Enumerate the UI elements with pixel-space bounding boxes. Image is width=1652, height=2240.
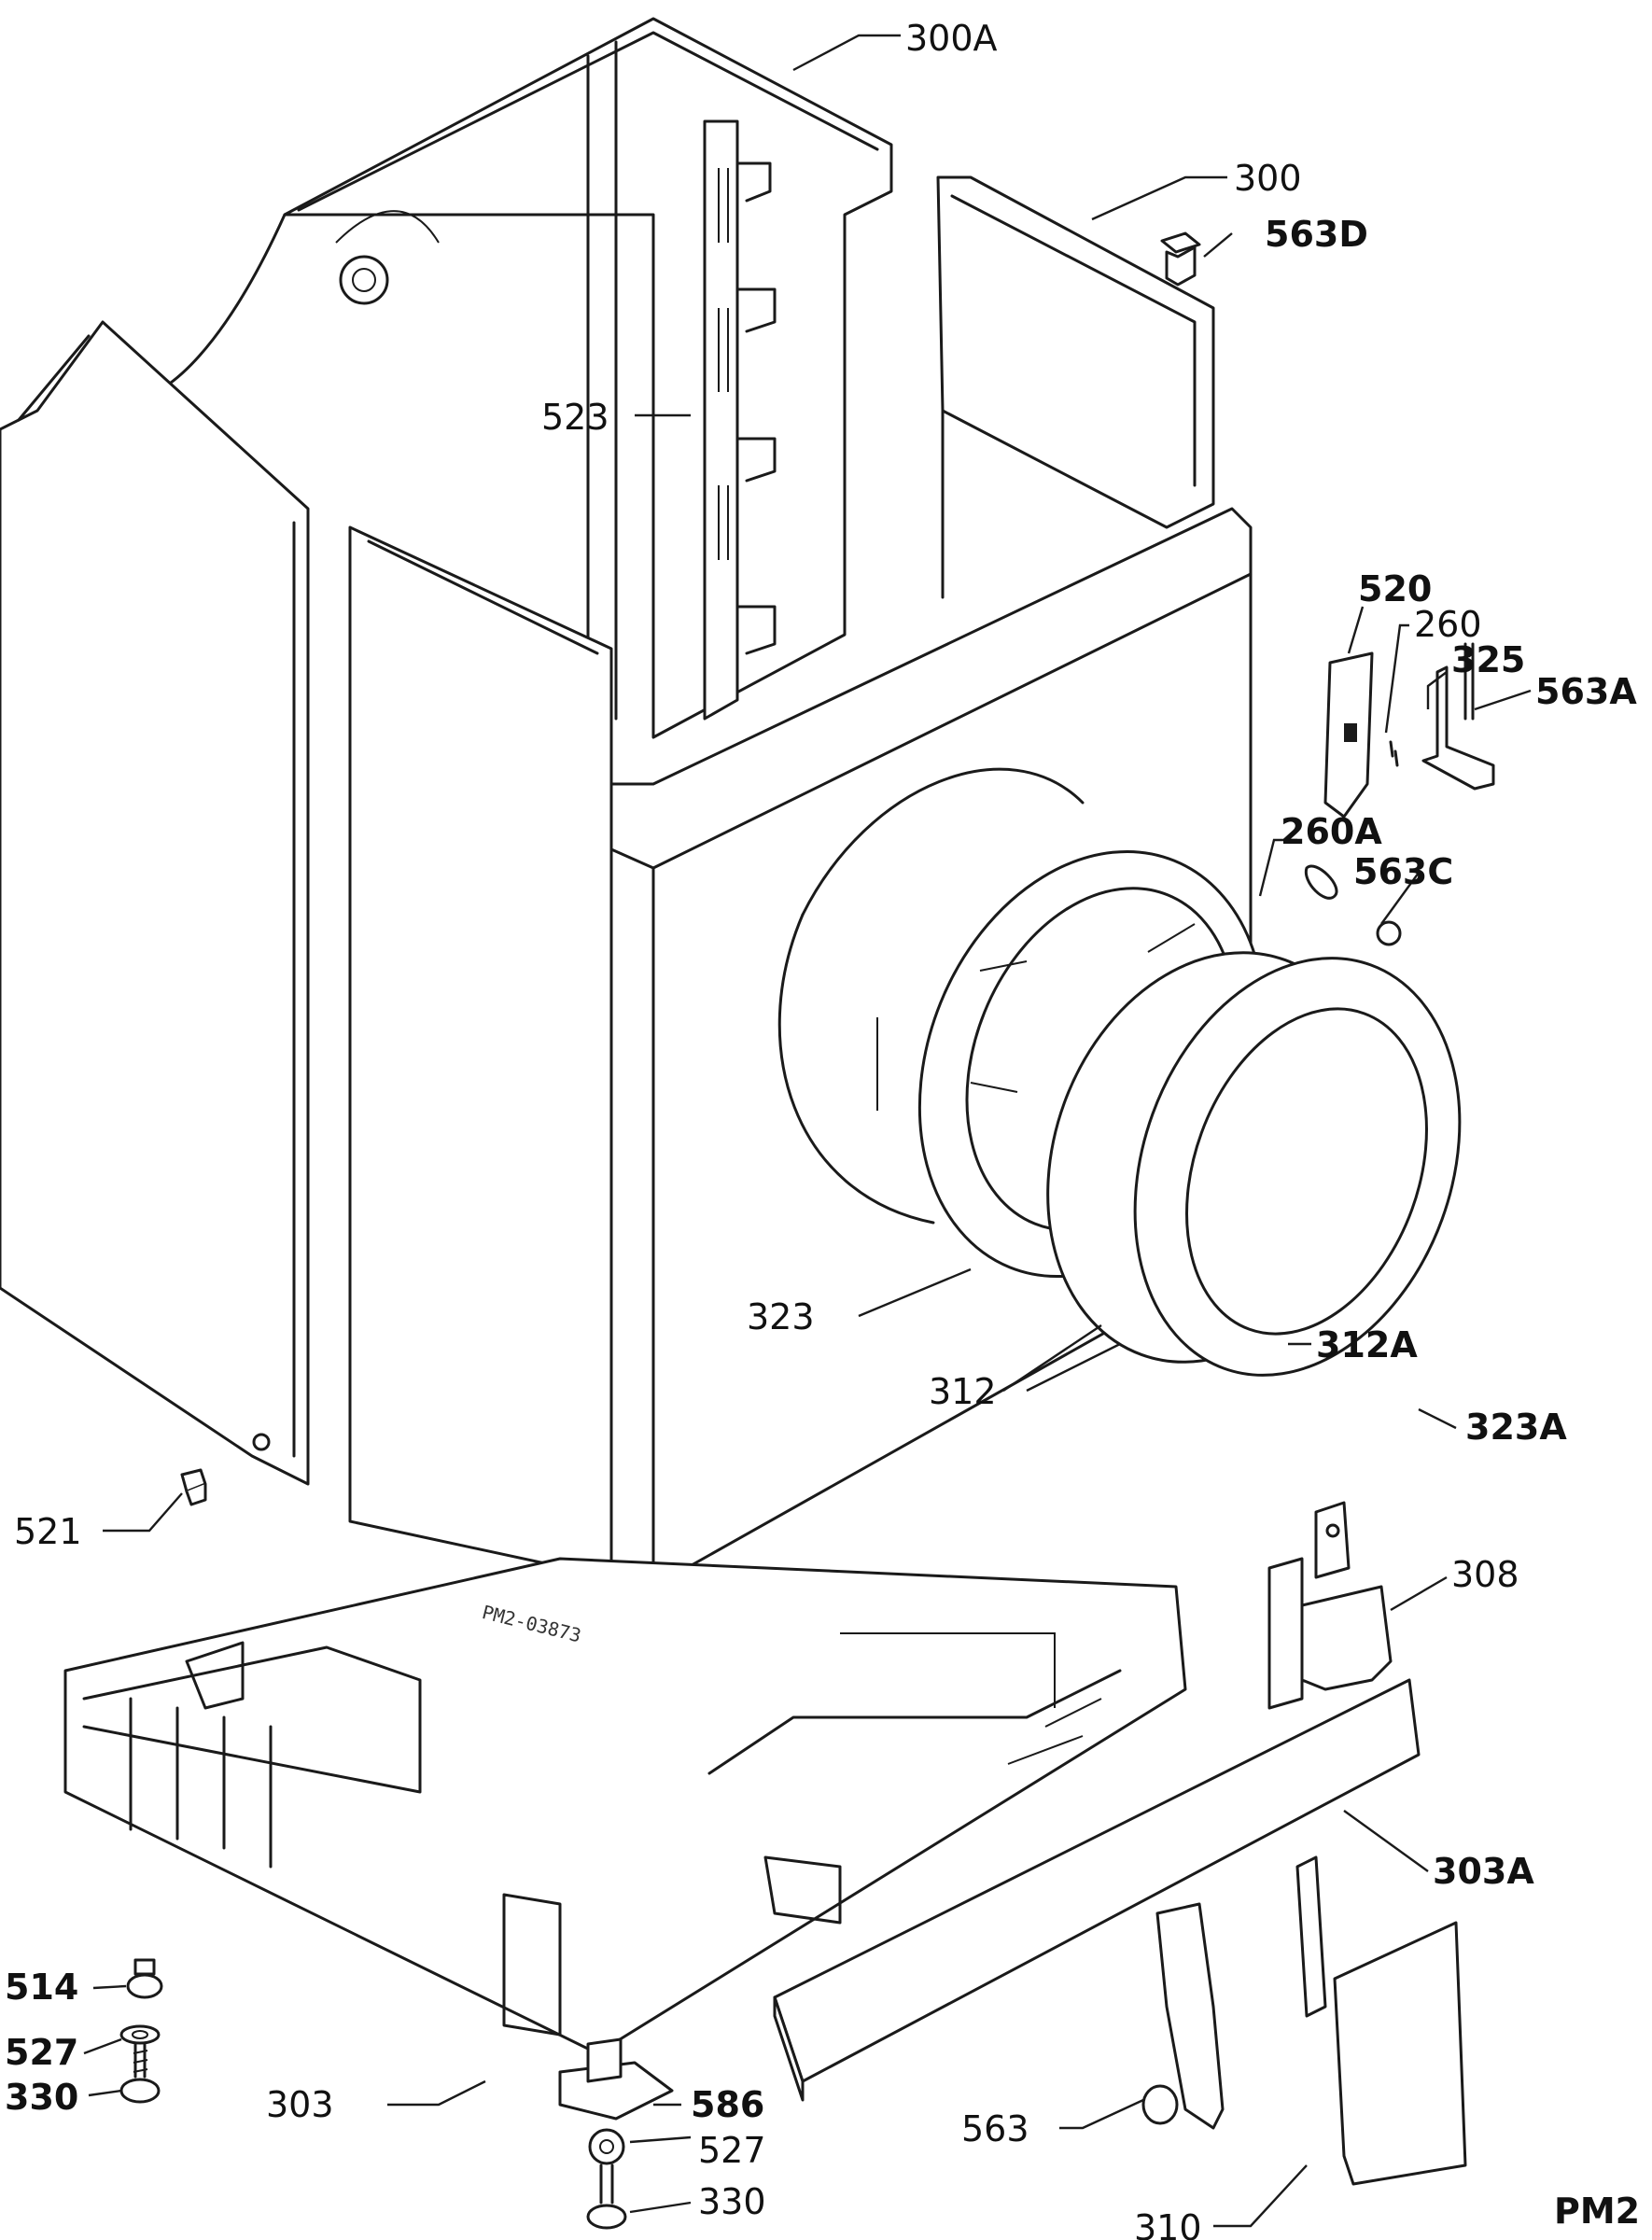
label-523: 523 xyxy=(541,397,609,438)
label-260a: 260A xyxy=(1281,811,1382,852)
label-586: 586 xyxy=(691,2084,765,2125)
left-side-panel xyxy=(0,320,310,1486)
label-330-bottom: 330 xyxy=(698,2181,766,2222)
base-frame-303 xyxy=(63,1557,1187,2055)
label-303a: 303A xyxy=(1433,1851,1534,1892)
label-260: 260 xyxy=(1414,604,1482,645)
plug-563d xyxy=(1160,231,1201,287)
door-ring-323a xyxy=(1046,951,1462,1377)
label-527-bottom: 527 xyxy=(698,2130,766,2171)
screw-521 xyxy=(180,1468,207,1506)
label-312a: 312A xyxy=(1316,1324,1418,1365)
hinge-308 xyxy=(1267,1501,1393,1710)
label-521: 521 xyxy=(14,1511,82,1552)
label-310: 310 xyxy=(1134,2207,1202,2240)
label-325: 325 xyxy=(1451,639,1526,680)
leader-lines xyxy=(83,34,1532,2228)
label-323: 323 xyxy=(747,1296,815,1337)
page-code: PM2 xyxy=(1554,2191,1641,2232)
label-520: 520 xyxy=(1358,568,1433,609)
label-514: 514 xyxy=(5,1967,79,2008)
door-latch-parts xyxy=(1304,642,1495,946)
cabinet-frame-300a xyxy=(129,17,893,739)
label-563c: 563C xyxy=(1353,851,1454,892)
label-323a: 323A xyxy=(1465,1407,1567,1448)
label-308: 308 xyxy=(1451,1554,1519,1595)
label-303: 303 xyxy=(266,2084,334,2125)
service-flap-310 xyxy=(1141,1855,1467,2186)
label-330-left: 330 xyxy=(5,2077,79,2118)
label-300a: 300A xyxy=(905,18,998,59)
frame-300 xyxy=(936,175,1215,599)
label-563a: 563A xyxy=(1535,671,1637,712)
base-cover-303a xyxy=(773,1678,1421,2102)
label-300: 300 xyxy=(1234,158,1302,199)
label-527-left: 527 xyxy=(5,2032,79,2073)
label-312: 312 xyxy=(929,1371,997,1412)
label-563: 563 xyxy=(961,2108,1029,2149)
foot-parts xyxy=(119,1958,674,2230)
label-563d: 563D xyxy=(1265,214,1368,255)
bracket-strip-523 xyxy=(703,119,777,721)
front-cabinet xyxy=(348,507,1253,1589)
